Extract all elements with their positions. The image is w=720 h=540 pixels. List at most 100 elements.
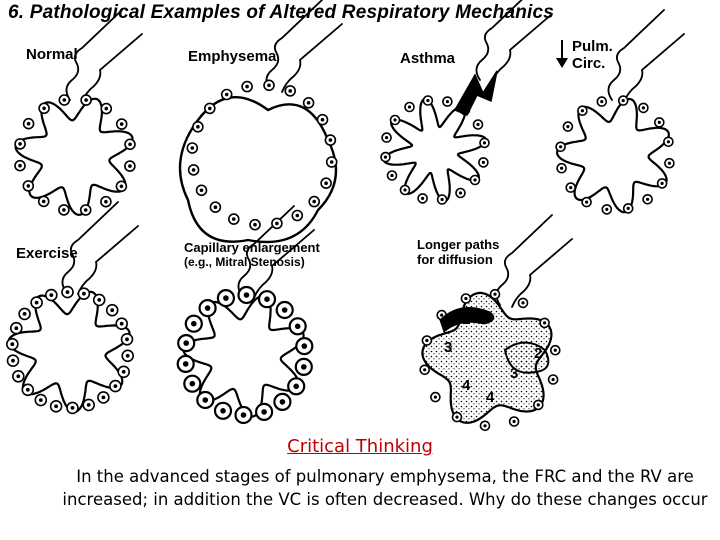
diffusion-capillary-core: [483, 424, 487, 428]
exercise-capillary-core: [97, 298, 102, 302]
pulm-circ-capillary-core: [585, 200, 589, 204]
asthma-capillary-core: [383, 155, 388, 159]
normal-capillary-core: [26, 121, 31, 126]
emphysema-capillary-core: [312, 199, 317, 204]
normal-capillary-core: [62, 98, 67, 102]
diffusion-capillary-core: [440, 313, 444, 317]
exercise-capillary-core: [16, 374, 21, 379]
region-number: 4: [486, 389, 495, 406]
diffusion-capillary-core: [543, 321, 547, 325]
emphysema-capillary-core: [288, 89, 293, 93]
exercise-capillary-core: [14, 326, 19, 331]
normal-capillary-core: [18, 142, 22, 146]
emphysema-capillary-core: [213, 205, 218, 209]
label-capillary: Capillary enlargement (e.g., Mitral Sten…: [184, 240, 320, 269]
pulm-circ-capillary-core: [641, 106, 646, 110]
label-longer-line1: Longer paths: [417, 237, 500, 252]
emphysema-alveolus: [178, 96, 338, 244]
capillary-enlargement-capillary-core: [191, 320, 197, 327]
pulm-circ-capillary-core: [566, 125, 570, 129]
region-number: 4: [462, 377, 471, 394]
capillary-enlargement-capillary-core: [301, 343, 308, 349]
exercise-airway-wall-b: [77, 225, 139, 295]
capillary-enlargement-capillary-core: [243, 292, 250, 298]
capillary-enlargement-capillary-core: [189, 380, 196, 387]
emphysema-capillary-core: [190, 146, 195, 150]
pulm-circ-capillary-core: [660, 181, 664, 185]
label-pulm-circ-line1: Pulm.: [572, 38, 613, 55]
pulm-circ-capillary-core: [605, 207, 609, 211]
emphysema-capillary-core: [306, 101, 311, 105]
capillary-enlargement-airway-wall-b: [253, 229, 315, 299]
capillary-enlargement-capillary-core: [264, 296, 270, 303]
emphysema-capillary-core: [224, 92, 229, 97]
diffusion-capillary-core: [512, 419, 516, 424]
normal-capillary-core: [104, 106, 109, 111]
critical-thinking-line1: In the advanced stages of pulmonary emph…: [76, 467, 694, 486]
emphysema-capillary-core: [245, 84, 249, 89]
diffusion-capillary-core: [493, 292, 497, 296]
diffusion-capillary-core: [551, 377, 555, 382]
normal-capillary-core: [42, 106, 46, 111]
critical-thinking-body: In the advanced stages of pulmonary emph…: [60, 465, 710, 511]
asthma-airway-wall-a: [475, 0, 523, 81]
normal-capillary-core: [128, 142, 132, 147]
asthma-constricted-airway: [453, 70, 498, 116]
exercise-capillary-core: [65, 290, 70, 294]
exercise-capillary-core: [49, 293, 54, 297]
asthma-capillary-core: [473, 178, 477, 182]
diffusion-capillary-core: [536, 403, 540, 407]
asthma-capillary-core: [440, 197, 444, 202]
pulm-circ-capillary-core: [646, 197, 650, 201]
pulm-circ-airway-wall-b: [623, 33, 685, 103]
exercise-capillary-core: [11, 358, 15, 363]
emphysema-capillary-core: [199, 188, 204, 193]
capillary-enlargement-capillary-core: [223, 295, 229, 301]
pulm-circ-capillary-core: [580, 109, 585, 113]
capillary-enlargement-capillary-core: [294, 323, 301, 330]
exercise-capillary-core: [34, 300, 39, 305]
pulm-circ-capillary-core: [626, 206, 630, 210]
emphysema-capillary-core: [324, 181, 328, 185]
capillary-enlargement-airway-wall-a: [237, 205, 295, 297]
capillary-enlargement-capillary-core: [204, 305, 211, 311]
pulm-circ-capillary-core: [559, 145, 563, 149]
diffusion-capillary-core: [553, 348, 557, 352]
emphysema-capillary-core: [267, 83, 271, 88]
asthma-capillary-core: [458, 191, 463, 195]
emphysema-capillary-core: [232, 217, 236, 221]
critical-thinking-line2: increased; in addition the VC is often d…: [62, 490, 708, 509]
exercise-capillary-core: [110, 308, 115, 313]
emphysema-capillary-core: [320, 117, 325, 122]
exercise-capillary-core: [113, 384, 118, 388]
asthma-capillary-core: [476, 122, 480, 127]
capillary-enlargement-capillary-core: [240, 412, 247, 418]
normal-capillary-core: [104, 199, 108, 204]
label-pulm-circ: Pulm. Circ.: [572, 38, 613, 72]
normal-airway-wall-a: [65, 9, 123, 101]
capillary-enlargement-capillary-core: [261, 409, 267, 415]
emphysema-capillary-core: [295, 213, 300, 218]
emphysema-airway-wall-b: [281, 23, 343, 93]
diffusion-capillary-core: [433, 395, 437, 399]
asthma-capillary-core: [426, 98, 430, 103]
capillary-enlargement-capillary-core: [183, 340, 189, 346]
exercise-capillary-core: [121, 369, 126, 374]
emphysema-capillary-core: [275, 221, 279, 226]
pulm-circ-capillary-core: [667, 161, 672, 165]
diffusion-thick-membrane: [439, 307, 495, 333]
pulm-circ-capillary-core: [657, 120, 661, 124]
pulm-circ-alveolus: [556, 97, 670, 214]
capillary-enlargement-capillary-core: [202, 397, 209, 403]
exercise-capillary-core: [82, 291, 86, 296]
asthma-capillary-core: [385, 136, 389, 140]
normal-capillary-core: [62, 208, 66, 212]
asthma-capillary-core: [407, 105, 412, 109]
normal-capillary-core: [84, 98, 88, 102]
label-longer-paths: Longer paths for diffusion: [417, 237, 499, 267]
pulm-circ-arrow-head: [556, 58, 568, 68]
emphysema-capillary-core: [196, 125, 200, 129]
asthma-capillary-core: [445, 100, 449, 104]
label-asthma: Asthma: [400, 50, 456, 67]
